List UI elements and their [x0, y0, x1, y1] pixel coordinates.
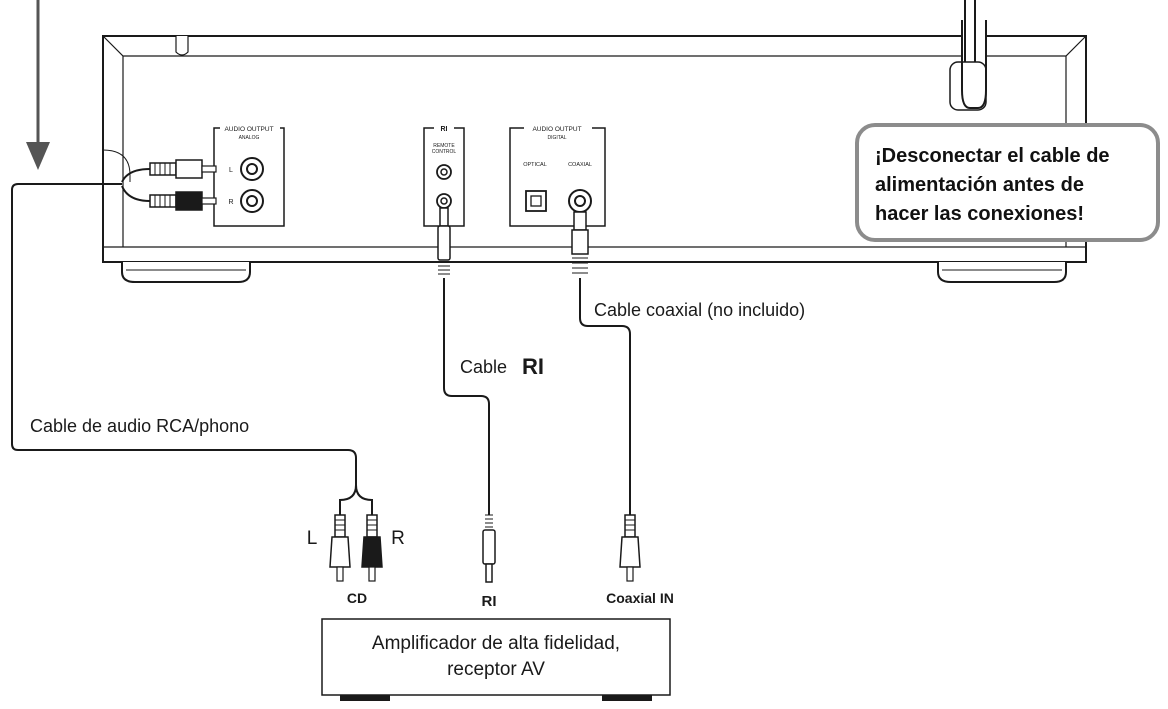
ri-cable-logo: RI	[522, 354, 544, 379]
power-cord	[949, 0, 987, 111]
warning-box: ¡Desconectar el cable de alimentación an…	[855, 123, 1160, 242]
ri-cable-label: Cable	[460, 357, 507, 377]
warning-line-1: ¡Desconectar el cable de	[875, 145, 1110, 167]
amp-coaxial-in-label: Coaxial IN	[606, 590, 674, 606]
rca-audio-cable	[11, 168, 373, 515]
amp-left-label: L	[307, 528, 318, 549]
amp-rca-plug-right	[361, 514, 383, 582]
amp-right-label: R	[391, 528, 405, 549]
analog-panel-subtitle: ANALOG	[239, 135, 260, 141]
coaxial-label: COAXIAL	[568, 162, 592, 168]
ri-cable	[437, 207, 496, 583]
digital-panel-subtitle: DIGITAL	[547, 135, 566, 141]
amp-rca-plug-left	[329, 514, 351, 582]
warning-line-2: alimentación antes de	[875, 174, 1084, 196]
amp-cd-label: CD	[347, 590, 367, 606]
remote-label-1: REMOTE	[433, 143, 455, 149]
digital-output-panel: AUDIO OUTPUT DIGITAL OPTICAL COAXIAL	[509, 124, 606, 227]
digital-panel-title: AUDIO OUTPUT	[532, 126, 581, 133]
down-arrow-icon	[26, 0, 50, 170]
rca-cable-label: Cable de audio RCA/phono	[30, 416, 249, 436]
analog-panel-title: AUDIO OUTPUT	[224, 126, 273, 133]
rca-plug-right	[149, 191, 217, 211]
device-foot-right	[937, 262, 1067, 283]
amplifier-label-line-2: receptor AV	[447, 659, 545, 680]
analog-left-label: L	[229, 167, 233, 174]
coaxial-cable-label: Cable coaxial (no incluido)	[594, 300, 805, 320]
analog-right-label: R	[228, 199, 233, 206]
warning-line-3: hacer las conexiones!	[875, 203, 1084, 225]
ri-panel-title: RI	[441, 126, 448, 133]
amp-ri-label: RI	[482, 593, 497, 610]
amplifier-box: Amplificador de alta fidelidad, receptor…	[321, 618, 671, 701]
rca-plug-left	[149, 159, 217, 179]
remote-label-2: CONTROL	[432, 149, 457, 155]
optical-label: OPTICAL	[523, 162, 547, 168]
coaxial-cable	[571, 211, 641, 582]
device-foot-left	[121, 262, 251, 283]
analog-output-panel: AUDIO OUTPUT ANALOG L R	[213, 124, 285, 227]
amplifier-label-line-1: Amplificador de alta fidelidad,	[372, 633, 620, 654]
